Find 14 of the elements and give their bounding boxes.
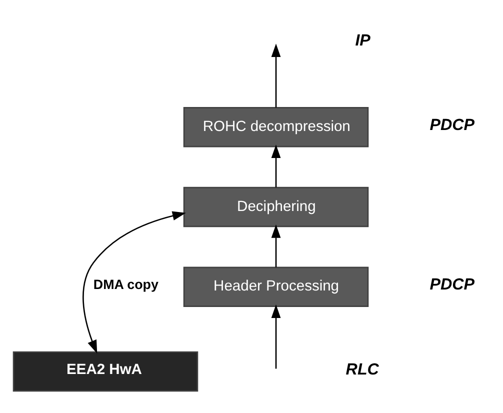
arrow xyxy=(271,144,281,187)
edge-label: DMA copy xyxy=(93,276,158,292)
label: PDCP xyxy=(430,115,474,134)
label: RLC xyxy=(346,360,379,378)
arrow xyxy=(271,224,281,267)
arrow xyxy=(271,304,281,368)
arrow xyxy=(82,210,186,354)
node-box: EEA2 HwA xyxy=(12,350,198,392)
node-box: ROHC decompression xyxy=(183,106,369,147)
node-box: Header Processing xyxy=(183,266,369,307)
arrow xyxy=(271,43,281,108)
node-box: Deciphering xyxy=(183,186,369,227)
label: PDCP xyxy=(430,275,474,294)
label: IP xyxy=(355,30,370,49)
